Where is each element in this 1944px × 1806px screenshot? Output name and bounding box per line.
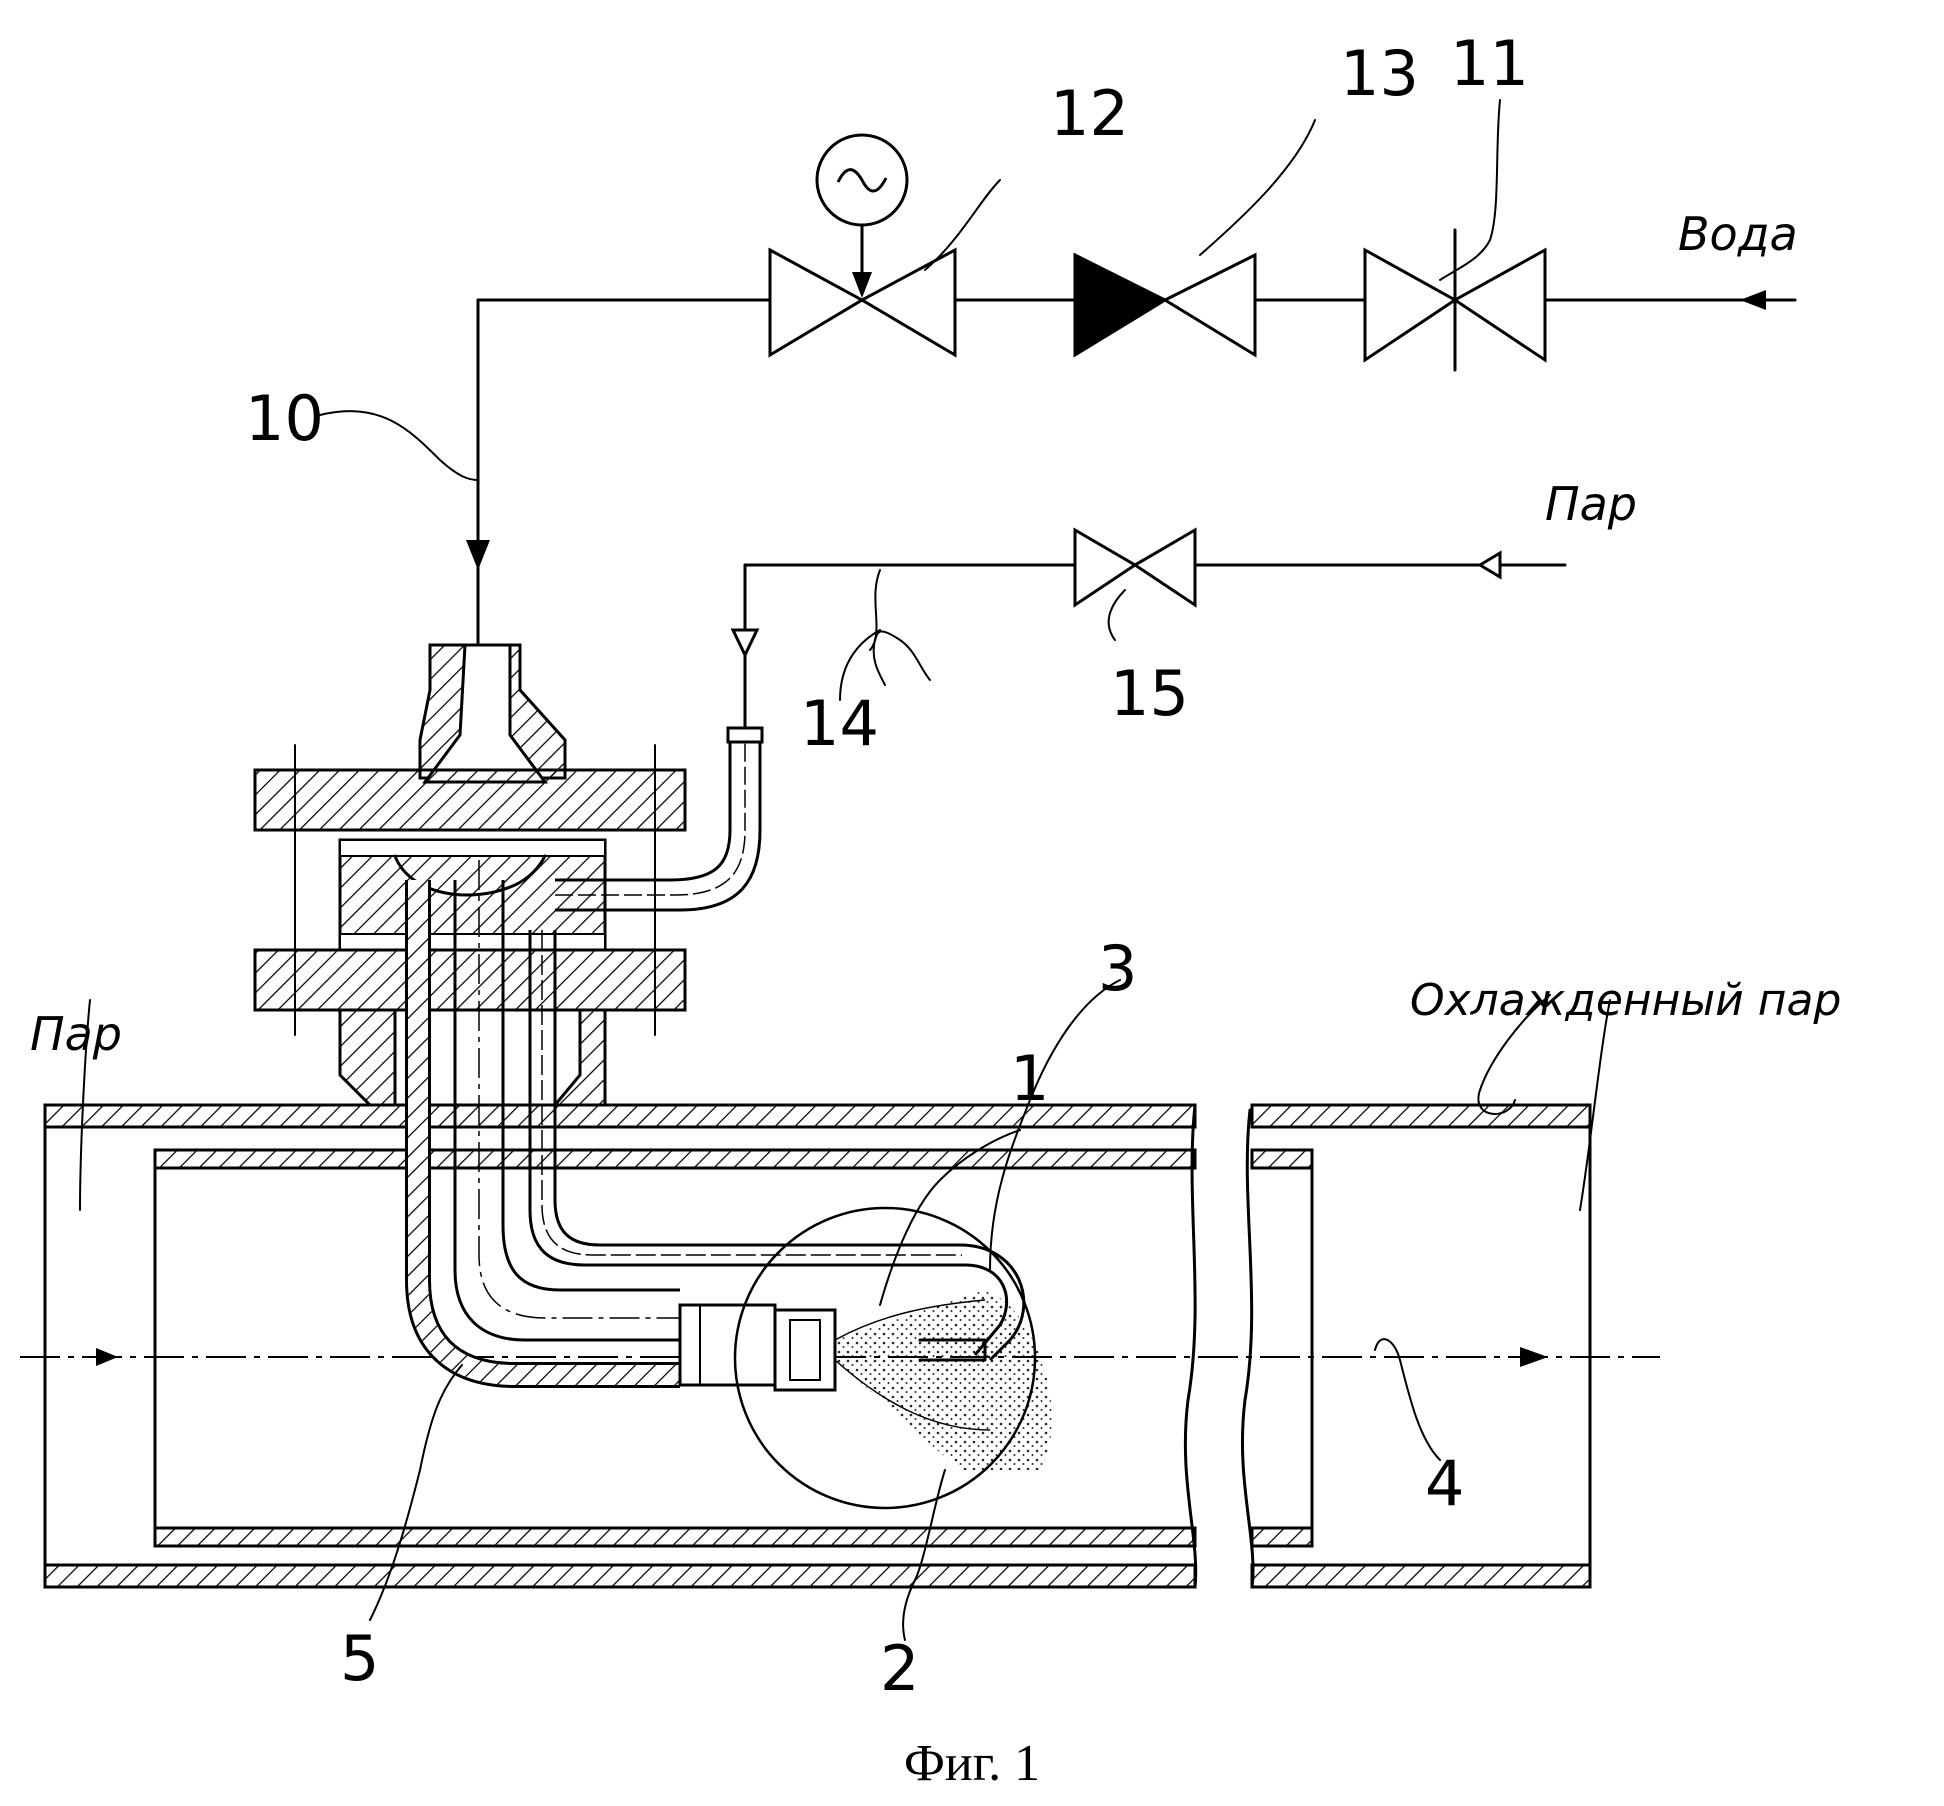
shutoff-valve-11 (1363, 228, 1547, 372)
flange-assembly (253, 298, 687, 1107)
steam-line (730, 550, 1567, 730)
figure-caption: Фиг. 1 (904, 1735, 1040, 1792)
label-steam-left: Пар (30, 1007, 122, 1061)
steam-valve-15 (1073, 527, 1197, 608)
label-10: 10 (245, 382, 324, 455)
water-line (476, 290, 1797, 310)
label-4: 4 (1425, 1447, 1464, 1520)
text-labels: Вода Пар Пар Охлажденный пар 10 12 13 11… (30, 27, 1841, 1792)
leader-lines (79, 99, 1611, 1641)
label-12: 12 (1050, 77, 1129, 150)
ac-signal-icon (836, 168, 888, 193)
check-valve-13 (1073, 252, 1257, 358)
label-water: Вода (1678, 207, 1798, 261)
label-5: 5 (340, 1622, 379, 1695)
label-2: 2 (880, 1632, 919, 1705)
control-valve-12 (768, 133, 957, 358)
label-steam-top: Пар (1545, 477, 1637, 531)
label-cooled-steam: Охлажденный пар (1410, 975, 1841, 1026)
label-14: 14 (800, 687, 879, 760)
label-13: 13 (1340, 37, 1419, 110)
label-15: 15 (1110, 657, 1189, 730)
label-11: 11 (1450, 27, 1529, 100)
label-3: 3 (1098, 932, 1137, 1005)
injector-tubes (405, 726, 1052, 1510)
label-1: 1 (1010, 1042, 1049, 1115)
